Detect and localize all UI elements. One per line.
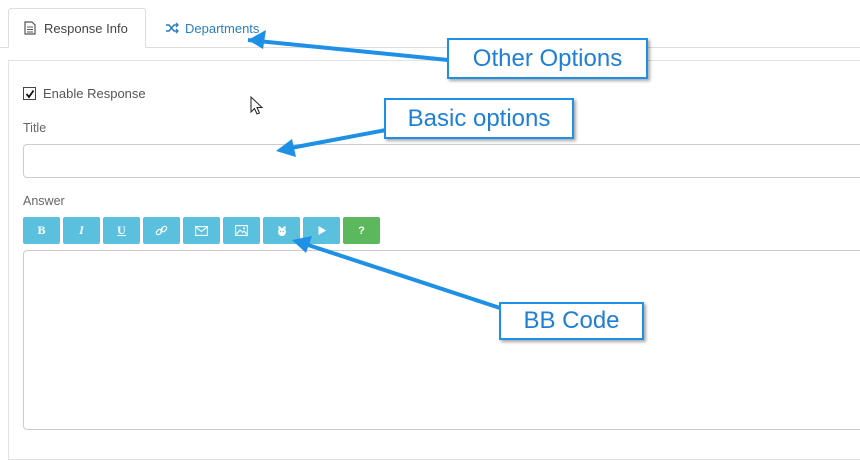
image-icon — [235, 225, 248, 236]
emoticon-button[interactable] — [263, 217, 300, 244]
answer-label: Answer — [23, 194, 65, 208]
emoticon-icon — [277, 225, 286, 236]
callout-bb-code: BB Code — [499, 302, 644, 340]
tab-bar: Response Info Departments — [0, 0, 860, 48]
video-button[interactable] — [303, 217, 340, 244]
document-icon — [24, 21, 38, 35]
envelope-icon — [195, 225, 208, 236]
play-icon — [318, 226, 326, 235]
email-button[interactable] — [183, 217, 220, 244]
help-button[interactable]: ? — [343, 217, 380, 244]
link-icon — [155, 225, 168, 236]
link-button[interactable] — [143, 217, 180, 244]
tab-departments[interactable]: Departments — [165, 8, 259, 48]
checkmark-icon — [25, 89, 34, 98]
bold-button[interactable]: B — [23, 217, 60, 244]
title-input[interactable] — [23, 144, 860, 178]
tab-response-info-label: Response Info — [44, 20, 128, 36]
italic-button[interactable]: I — [63, 217, 100, 244]
title-label: Title — [23, 121, 47, 135]
enable-response-checkbox[interactable] — [23, 87, 36, 100]
enable-response-label: Enable Response — [43, 86, 146, 101]
image-button[interactable] — [223, 217, 260, 244]
bbcode-toolbar: B I U ? — [23, 217, 380, 244]
tab-response-info[interactable]: Response Info — [8, 8, 146, 48]
underline-button[interactable]: U — [103, 217, 140, 244]
mouse-cursor-icon — [250, 96, 264, 115]
callout-other-options: Other Options — [447, 38, 648, 79]
tab-departments-label: Departments — [185, 20, 260, 36]
enable-response-row[interactable]: Enable Response — [23, 86, 146, 101]
callout-basic-options: Basic options — [384, 98, 574, 139]
shuffle-icon — [165, 21, 179, 35]
answer-textarea[interactable] — [23, 250, 860, 430]
